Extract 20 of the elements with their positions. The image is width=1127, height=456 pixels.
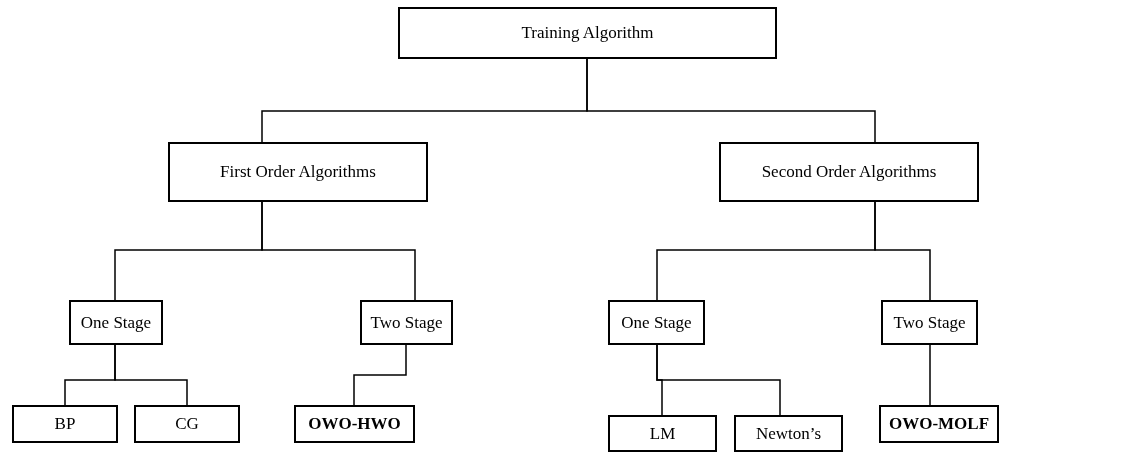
connector-line [261, 201, 416, 301]
category-box: Two Stage [360, 300, 453, 345]
category-box: One Stage [608, 300, 705, 345]
connector-line [874, 201, 931, 301]
category-box: Two Stage [881, 300, 978, 345]
category-box: Second Order Algorithms [719, 142, 979, 202]
connector-line [586, 58, 876, 143]
connector-line [353, 344, 407, 406]
category-box: Newton’s [734, 415, 843, 452]
category-box: One Stage [69, 300, 163, 345]
category-box: OWO-HWO [294, 405, 415, 443]
category-box: First Order Algorithms [168, 142, 428, 202]
connector-line [656, 344, 781, 416]
category-box: OWO-MOLF [879, 405, 999, 443]
category-box: Training Algorithm [398, 7, 777, 59]
category-box: LM [608, 415, 717, 452]
category-box: CG [134, 405, 240, 443]
connector-line [929, 344, 931, 406]
connector-line [114, 344, 188, 406]
category-box: BP [12, 405, 118, 443]
